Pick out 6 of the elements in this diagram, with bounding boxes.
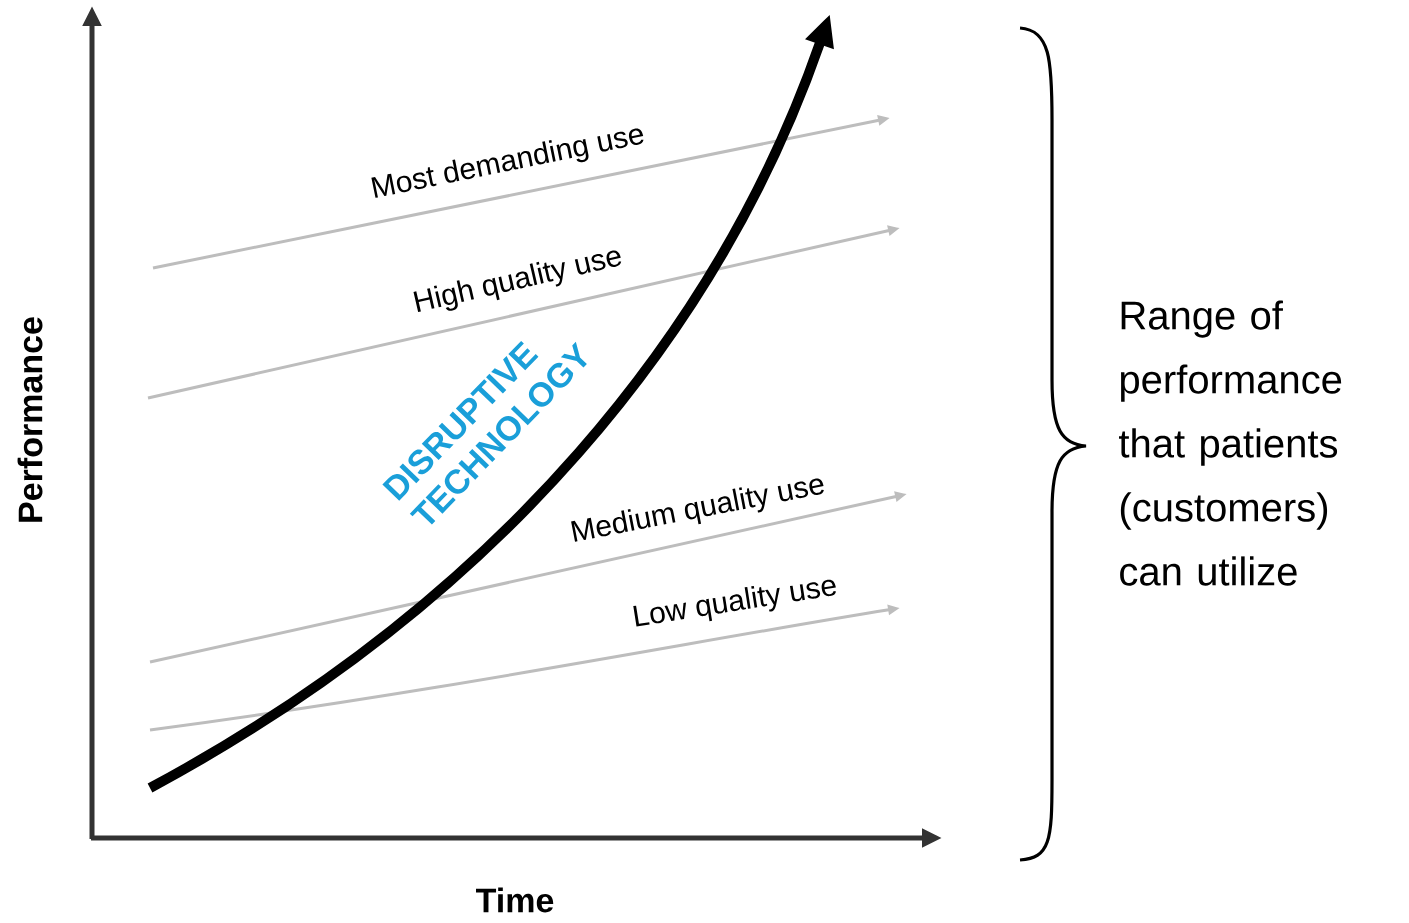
trend-label: Most demanding use (371, 128, 644, 198)
axis-title: Performance (17, 317, 43, 522)
brace-note: Range of performance that patients (customers) can utilize (1119, 300, 1342, 586)
trend-label: High quality use (413, 250, 622, 312)
trend-label: Low quality use (633, 579, 836, 627)
axis-title: Time (476, 887, 554, 913)
